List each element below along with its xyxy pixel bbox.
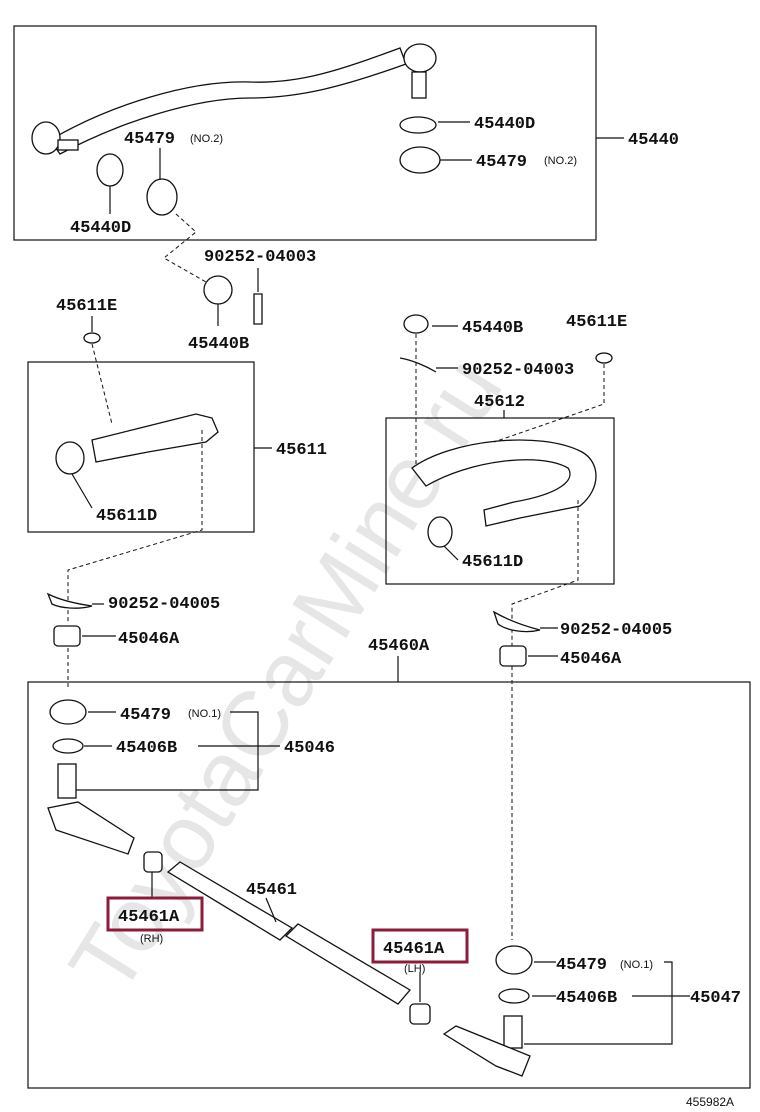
label-45611: 45611 [276, 441, 327, 460]
leader-45611D-left [71, 473, 93, 509]
label-45479-top-left: 45479 [124, 130, 175, 149]
note-45461A-rh: (RH) [140, 933, 163, 945]
note-45461A-lh: (LH) [404, 963, 425, 975]
label-45461A-rh: 45461A [118, 908, 180, 927]
label-45612: 45612 [474, 393, 525, 412]
dashed-link-45611E-left [91, 343, 113, 425]
label-45461A-lh: 45461A [383, 940, 445, 959]
tie-rod-end-right-drawing [442, 945, 533, 1077]
frame-45460A [27, 681, 751, 1089]
leader-45611D-right [443, 545, 459, 561]
label-45461: 45461 [246, 881, 297, 900]
label-45046A-left: 45046A [118, 630, 180, 649]
dashed-link-45440B [163, 213, 207, 283]
dashed-link-45611-down [67, 430, 203, 624]
label-45611E-left: 45611E [56, 297, 117, 316]
bracket-45047 [524, 961, 673, 1045]
frame-45440 [13, 25, 597, 241]
label-45440B-right: 45440B [462, 319, 523, 338]
castle-nut-45440B [203, 275, 263, 325]
document-number: 455982A [686, 1095, 734, 1109]
frame-45611 [27, 361, 255, 533]
label-90252-04005-left: 90252-04005 [108, 595, 220, 614]
label-45479-lower-right: 45479 [556, 956, 607, 975]
label-45611D-right: 45611D [462, 553, 523, 572]
frame-45612 [385, 417, 615, 585]
label-45406B-right: 45406B [556, 989, 617, 1008]
label-45047: 45047 [690, 989, 741, 1008]
castle-nut-45046A-right [499, 645, 527, 667]
highlight-45461A-lh [371, 928, 469, 964]
label-45479-top-right: 45479 [476, 153, 527, 172]
idler-arm-45612-drawing [399, 314, 613, 548]
label-45440D-right: 45440D [474, 115, 535, 134]
label-45440B-left: 45440B [188, 335, 249, 354]
label-45046: 45046 [284, 739, 335, 758]
castle-nut-45046A-left [53, 625, 81, 647]
label-45406B-left: 45406B [116, 739, 177, 758]
cotter-pin-left [46, 592, 93, 609]
leader-45461 [265, 897, 277, 923]
label-45440D-left: 45440D [70, 219, 131, 238]
label-45611D-left: 45611D [96, 507, 157, 526]
note-45479-top-left: (NO.2) [190, 133, 223, 145]
bracket-45046 [76, 711, 259, 791]
label-45479-lower-left: 45479 [120, 706, 171, 725]
idler-arm-45611-drawing [55, 332, 219, 475]
tie-rod-end-left-drawing [47, 699, 135, 855]
highlight-45461A-rh [106, 896, 204, 932]
tube-45461-drawing [143, 851, 431, 1025]
note-45479-lower-left: (NO.1) [188, 708, 221, 720]
label-45460A: 45460A [368, 637, 430, 656]
note-45479-top-right: (NO.2) [544, 155, 577, 167]
label-90252-04003-top: 90252-04003 [204, 248, 316, 267]
label-45611E-right: 45611E [566, 313, 627, 332]
dashed-link-45612-down [511, 500, 579, 660]
label-90252-04005-right: 90252-04005 [560, 621, 672, 640]
label-90252-04003-right: 90252-04003 [462, 361, 574, 380]
note-45479-lower-right: (NO.1) [620, 959, 653, 971]
label-45440: 45440 [628, 131, 679, 150]
cotter-pin-right [492, 610, 541, 633]
relay-rod-drawing [31, 43, 441, 216]
label-45046A-right: 45046A [560, 650, 622, 669]
